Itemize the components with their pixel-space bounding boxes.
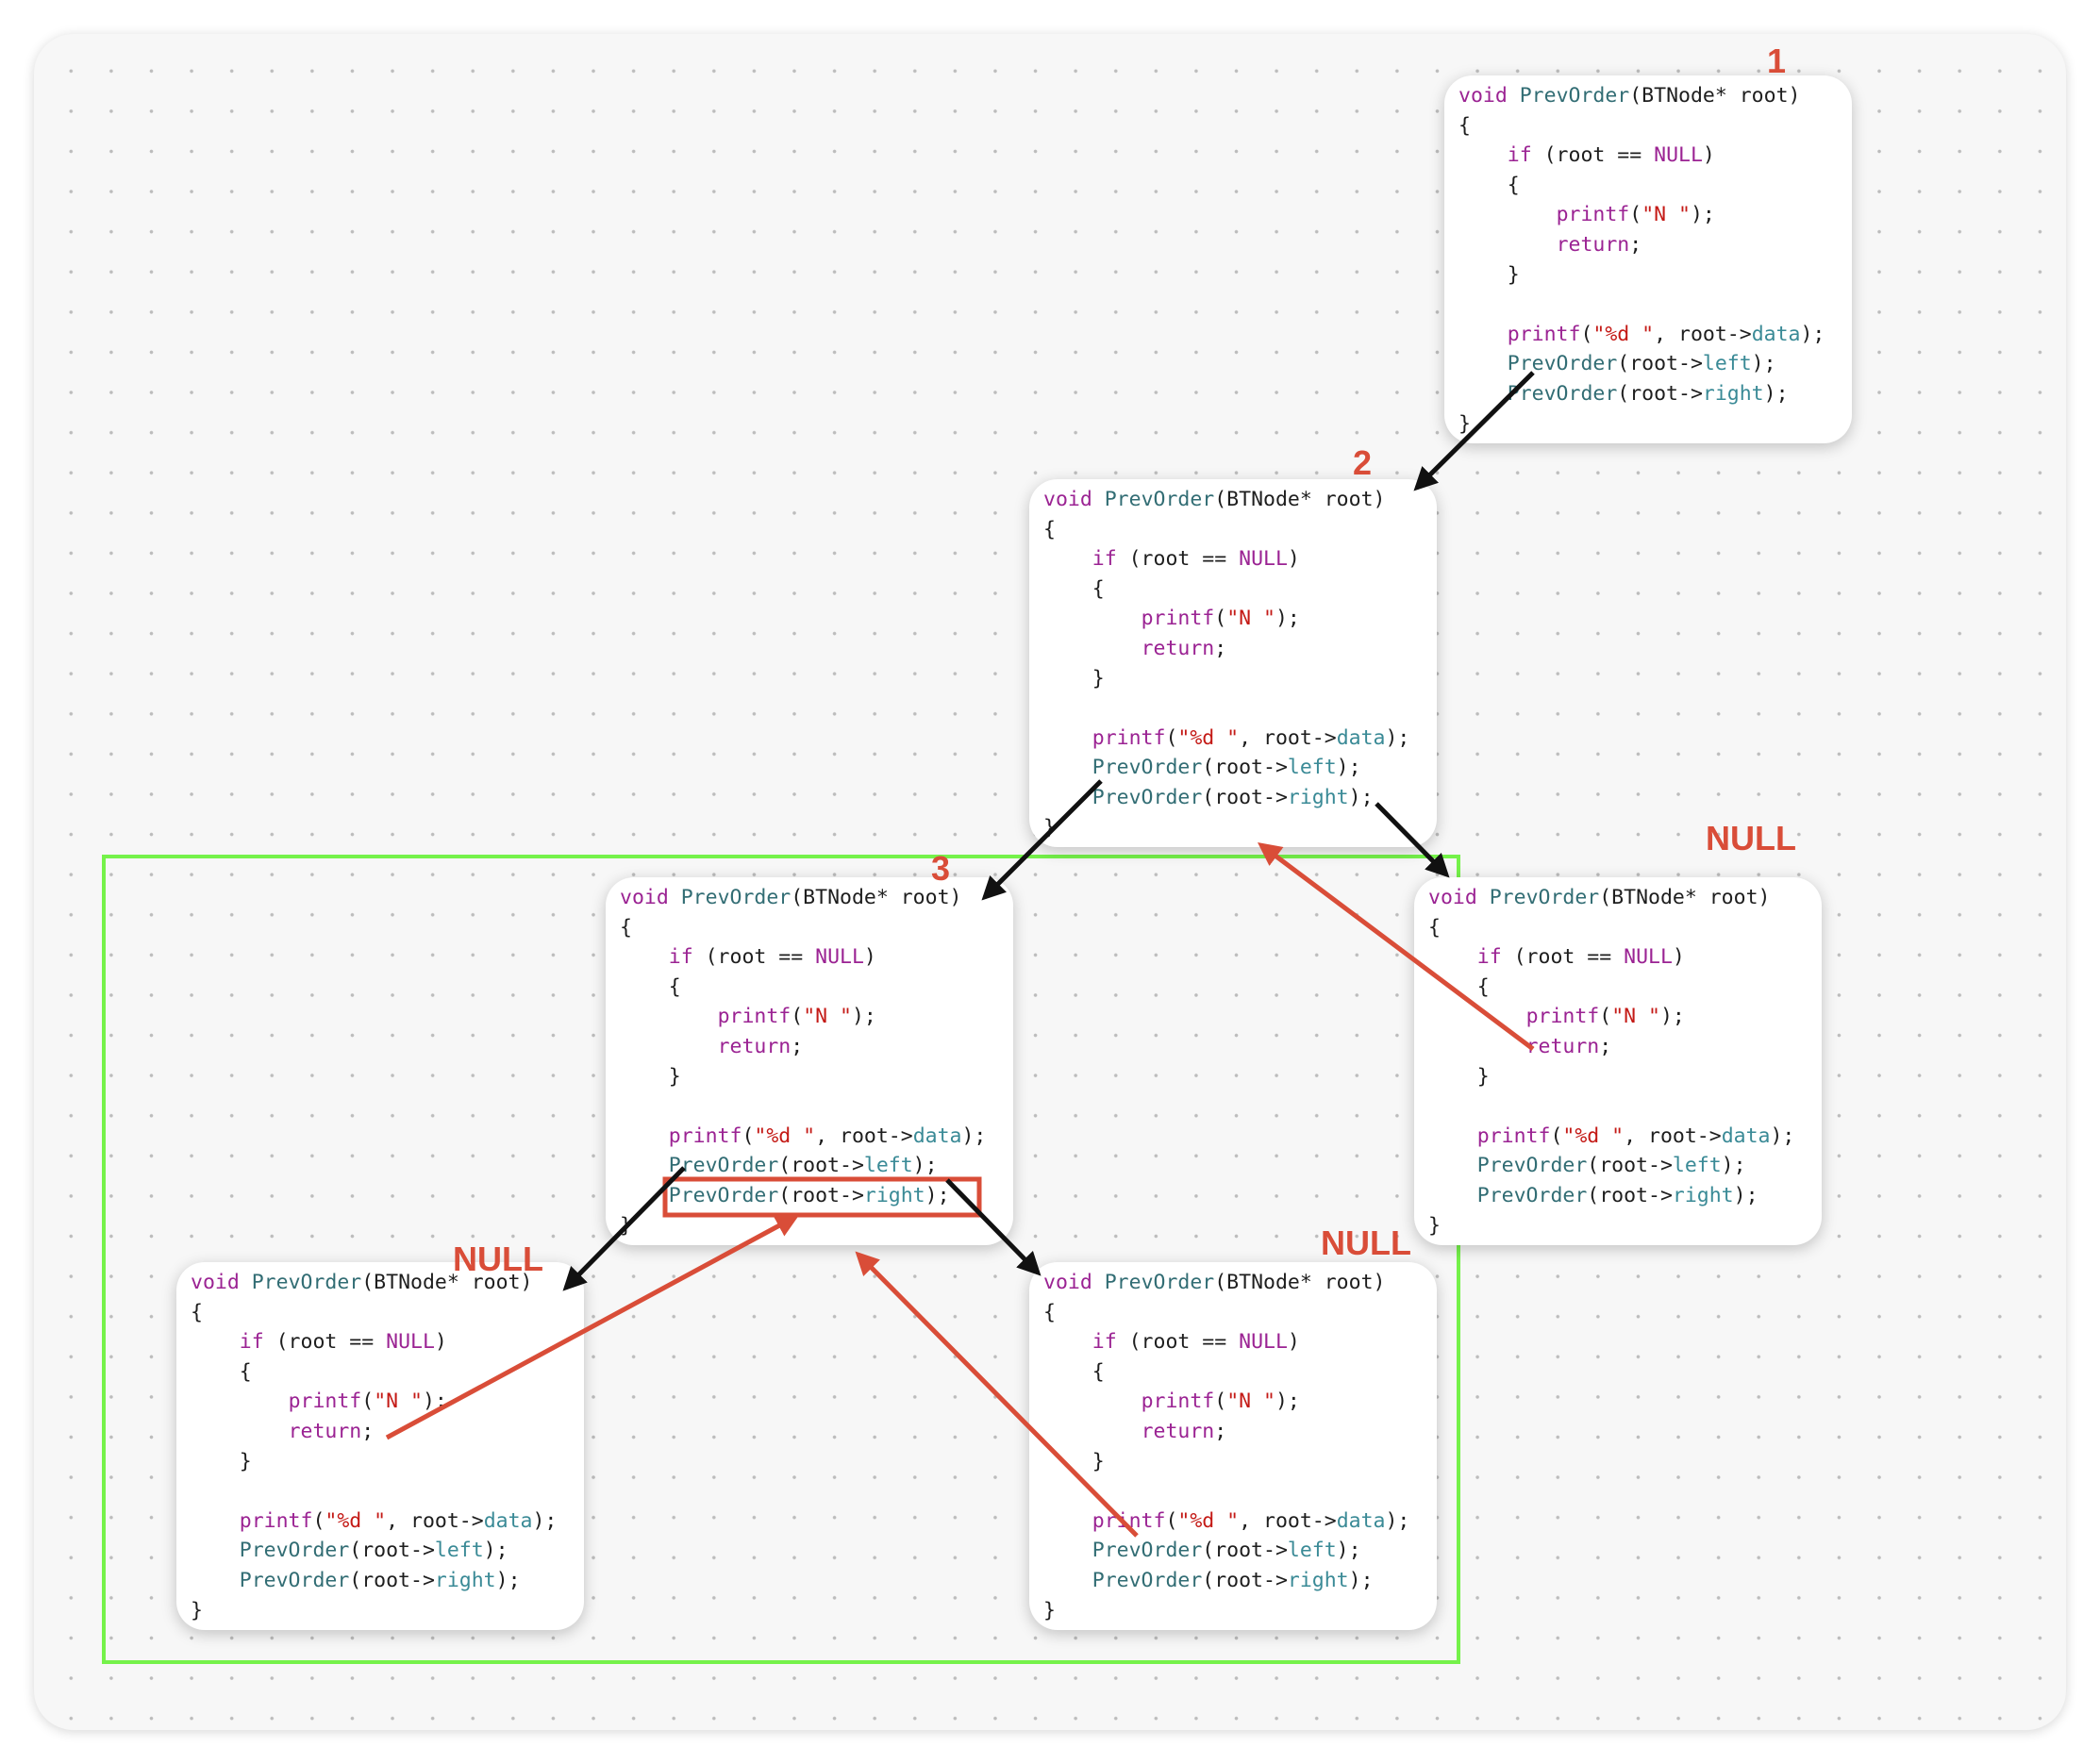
right-call-line: PrevOrder(root->right); (668, 1183, 950, 1207)
return-arrow-null-right-to-2 (1258, 842, 1535, 1051)
if-close-brace-line: } (239, 1449, 252, 1473)
if-close-brace-line: } (1092, 1449, 1105, 1473)
code-card-call-3[interactable]: void PrevOrder(BTNode* root) { if (root =… (606, 877, 1013, 1245)
right-call-line: PrevOrder(root->right); (1476, 1183, 1758, 1207)
code-block: void PrevOrder(BTNode* root) { if (root =… (1043, 485, 1437, 842)
right-call-line: PrevOrder(root->right); (1092, 785, 1374, 809)
return-arrow-null-left-to-3 (385, 1214, 800, 1440)
if-open-brace-line: { (1507, 173, 1520, 197)
close-brace-line: } (1458, 411, 1471, 436)
return-line: return; (1141, 1419, 1227, 1443)
return-line: return; (1141, 636, 1227, 660)
signature-line: void PrevOrder(BTNode* root) (1043, 488, 1386, 511)
left-call-line: PrevOrder(root->left); (1507, 352, 1776, 376)
call-arrow-2-to-3 (981, 779, 1103, 901)
if-line: if (root == NULL) (1092, 1330, 1300, 1355)
null-label-left-of-3: NULL (453, 1240, 543, 1278)
code-block: void PrevOrder(BTNode* root) { if (root =… (620, 883, 1013, 1240)
return-arrow-null-right-to-3 (855, 1251, 1139, 1538)
open-brace-line: { (620, 915, 632, 940)
printf-n-line: printf("N "); (1525, 1005, 1685, 1029)
printf-n-line: printf("N "); (1556, 203, 1715, 227)
printf-data-line: printf("%d ", root->data); (239, 1508, 558, 1533)
call-number-2: 2 (1353, 443, 1373, 482)
if-line: if (root == NULL) (1476, 945, 1685, 970)
open-brace-line: { (1458, 113, 1471, 138)
focus-frame (102, 855, 1460, 1664)
code-card-null-right[interactable]: void PrevOrder(BTNode* root) { if (root =… (1414, 877, 1822, 1245)
code-card-null-right-of-3[interactable]: void PrevOrder(BTNode* root) { if (root =… (1029, 1262, 1437, 1630)
code-card-call-1[interactable]: void PrevOrder(BTNode* root) { if (root =… (1444, 75, 1852, 443)
close-brace-line: } (1043, 1598, 1056, 1623)
left-call-line: PrevOrder(root->left); (1092, 1539, 1361, 1563)
call-arrow-3-to-null-left (562, 1166, 686, 1291)
if-line: if (root == NULL) (1507, 143, 1715, 168)
call-arrow-2-to-null-right (1375, 802, 1450, 878)
right-call-line: PrevOrder(root->right); (239, 1568, 521, 1592)
call-number-1: 1 (1767, 42, 1787, 80)
highlight-right-call-box (662, 1176, 982, 1218)
if-line: if (root == NULL) (1092, 547, 1300, 572)
open-brace-line: { (1043, 517, 1056, 541)
if-open-brace-line: { (239, 1359, 252, 1384)
left-call-line: PrevOrder(root->left); (668, 1154, 938, 1178)
left-call-line: PrevOrder(root->left); (1476, 1154, 1746, 1178)
code-block: void PrevOrder(BTNode* root) { if (root =… (1428, 883, 1822, 1240)
if-open-brace-line: { (1092, 576, 1105, 601)
if-close-brace-line: } (1507, 262, 1520, 287)
left-call-line: PrevOrder(root->left); (239, 1539, 508, 1563)
if-open-brace-line: { (668, 974, 681, 999)
if-open-brace-line: { (1476, 974, 1490, 999)
open-brace-line: { (1043, 1300, 1056, 1324)
printf-data-line: printf("%d ", root->data); (668, 1123, 987, 1148)
printf-data-line: printf("%d ", root->data); (1092, 1508, 1410, 1533)
if-close-brace-line: } (1092, 666, 1105, 691)
close-brace-line: } (1428, 1213, 1441, 1238)
call-arrow-1-to-2 (1413, 371, 1535, 491)
return-line: return; (288, 1419, 375, 1443)
null-label-right-of-3: NULL (1321, 1223, 1411, 1262)
signature-line: void PrevOrder(BTNode* root) (1458, 84, 1801, 108)
return-line: return; (1556, 232, 1642, 257)
if-close-brace-line: } (668, 1064, 681, 1089)
signature-line: void PrevOrder(BTNode* root) (620, 886, 962, 909)
return-line: return; (717, 1034, 804, 1058)
call-arrow-3-to-null-right (945, 1178, 1042, 1276)
null-label-right-of-2: NULL (1706, 819, 1796, 857)
printf-data-line: printf("%d ", root->data); (1476, 1123, 1795, 1148)
open-brace-line: { (191, 1300, 203, 1324)
if-open-brace-line: { (1092, 1359, 1105, 1384)
left-call-line: PrevOrder(root->left); (1092, 756, 1361, 780)
open-brace-line: { (1428, 915, 1441, 940)
if-line: if (root == NULL) (239, 1330, 447, 1355)
code-block: void PrevOrder(BTNode* root) { if (root =… (191, 1268, 584, 1625)
signature-line: void PrevOrder(BTNode* root) (1043, 1271, 1386, 1294)
printf-data-line: printf("%d ", root->data); (1507, 322, 1825, 346)
printf-data-line: printf("%d ", root->data); (1092, 725, 1410, 750)
if-close-brace-line: } (1476, 1064, 1490, 1089)
return-line: return; (1525, 1034, 1612, 1058)
signature-line: void PrevOrder(BTNode* root) (191, 1271, 533, 1294)
close-brace-line: } (191, 1598, 203, 1623)
code-block: void PrevOrder(BTNode* root) { if (root =… (1458, 81, 1852, 439)
call-number-3: 3 (931, 849, 951, 888)
code-card-null-left[interactable]: void PrevOrder(BTNode* root) { if (root =… (176, 1262, 584, 1630)
printf-n-line: printf("N "); (717, 1005, 876, 1029)
signature-line: void PrevOrder(BTNode* root) (1428, 886, 1771, 909)
printf-n-line: printf("N "); (1141, 1390, 1300, 1414)
printf-n-line: printf("N "); (1141, 607, 1300, 631)
if-line: if (root == NULL) (668, 945, 876, 970)
right-call-line: PrevOrder(root->right); (1092, 1568, 1374, 1592)
right-call-line: PrevOrder(root->right); (1507, 381, 1789, 406)
code-block: void PrevOrder(BTNode* root) { if (root =… (1043, 1268, 1437, 1625)
